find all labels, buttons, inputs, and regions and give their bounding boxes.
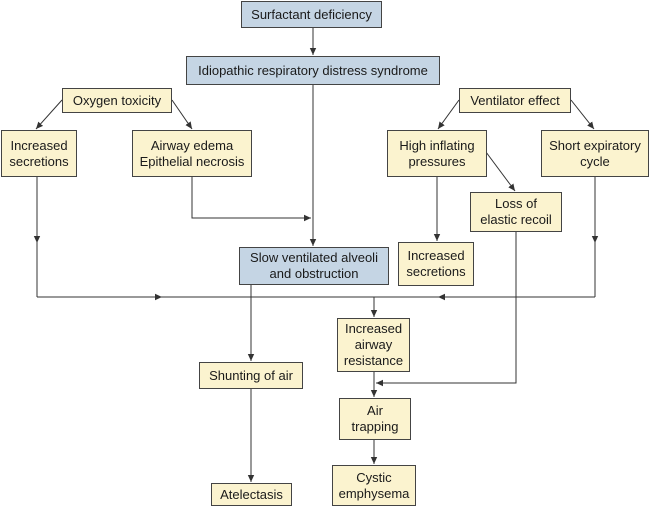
node-ventilator-effect: Ventilator effect bbox=[459, 88, 571, 113]
node-idiopathic-rds: Idiopathic respiratory distress syndrome bbox=[186, 56, 440, 85]
node-increased-airway-resistance: Increased airway resistance bbox=[337, 318, 410, 372]
node-slow-ventilated-alveoli: Slow ventilated alveoli and obstruction bbox=[239, 247, 389, 285]
arrow-high-pressures-to-elastic-recoil bbox=[482, 147, 516, 192]
node-atelectasis: Atelectasis bbox=[211, 483, 292, 506]
node-air-trapping: Air trapping bbox=[339, 398, 411, 440]
node-shunting-of-air: Shunting of air bbox=[199, 362, 303, 389]
node-cystic-emphysema: Cystic emphysema bbox=[332, 465, 416, 506]
node-short-expiratory-cycle: Short expiratory cycle bbox=[541, 130, 649, 177]
arrow-airway-edema-to-center bbox=[191, 177, 311, 222]
arrow-oxygen-to-secretions-left bbox=[35, 99, 63, 130]
node-oxygen-toxicity: Oxygen toxicity bbox=[62, 88, 172, 113]
node-loss-of-elastic-recoil: Loss of elastic recoil bbox=[470, 192, 562, 232]
node-high-inflating-pressures: High inflating pressures bbox=[387, 130, 487, 177]
arrow-oxygen-to-airway-edema bbox=[171, 99, 193, 130]
arrow-ventilator-to-high-pressures bbox=[437, 99, 460, 130]
node-surfactant-deficiency: Surfactant deficiency bbox=[241, 1, 382, 28]
node-increased-secretions-left: Increased secretions bbox=[1, 130, 77, 177]
arrow-ventilator-to-short-cycle bbox=[570, 99, 595, 130]
node-airway-edema: Airway edema Epithelial necrosis bbox=[132, 130, 252, 177]
arrow-elastic-recoil-to-air-trapping bbox=[376, 231, 517, 387]
node-increased-secretions-right: Increased secretions bbox=[398, 242, 474, 286]
